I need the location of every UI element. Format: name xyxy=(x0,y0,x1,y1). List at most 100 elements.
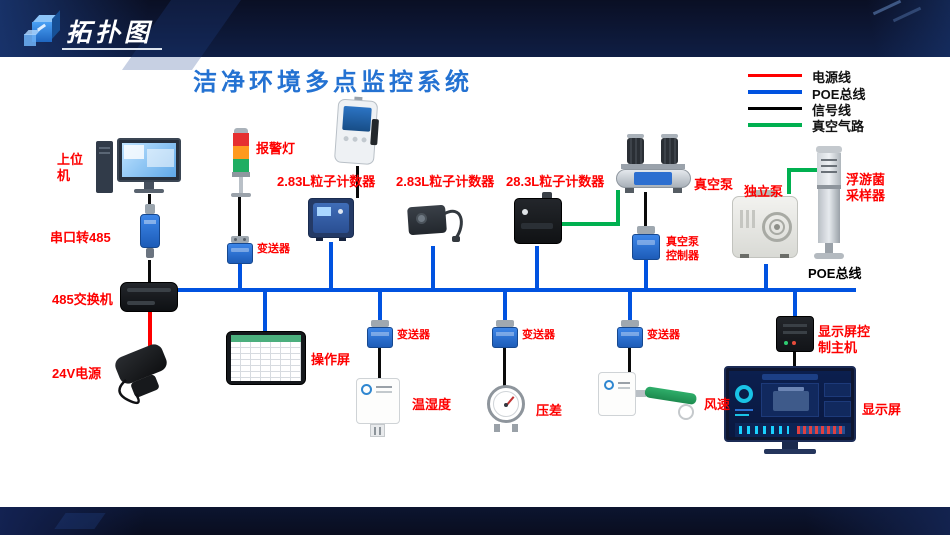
alarm-green-segment xyxy=(233,159,249,172)
legend-label-power: 电源线 xyxy=(812,70,852,85)
display-screen-icon xyxy=(724,366,858,458)
transmitter-temp-icon xyxy=(367,320,393,348)
cube-logo-icon xyxy=(24,6,68,52)
dashboard-screen xyxy=(729,371,851,437)
power-cable xyxy=(118,379,140,405)
vacuum-line-counter-v xyxy=(616,190,620,226)
label-operation-screen: 操作屏 xyxy=(311,352,351,367)
label-display-screen: 显示屏 xyxy=(862,402,902,417)
legend-line-poe xyxy=(748,90,802,94)
transmitter-pressure-icon xyxy=(492,320,518,348)
poe-drop-counter-1 xyxy=(329,242,333,290)
label-transmitter-pressure: 变送器 xyxy=(522,329,555,341)
host-computer-icon xyxy=(96,138,186,198)
poe-drop-alarm-transmitter xyxy=(238,264,242,290)
poe-bus-line xyxy=(177,288,856,292)
legend-label-vacuum: 真空气路 xyxy=(812,119,865,134)
red-bar-strip xyxy=(797,426,845,434)
airborne-sampler-icon xyxy=(813,146,845,260)
poe-drop-counter-3 xyxy=(535,246,539,290)
poe-drop-transmitter-temp xyxy=(378,292,382,320)
vacuum-line-sampler-h xyxy=(787,168,817,172)
particle-counter-3-icon xyxy=(512,192,566,246)
signal-line-alarm xyxy=(238,197,241,236)
page-title: 拓扑图 xyxy=(66,19,154,47)
poe-drop-pump-controller xyxy=(644,260,648,290)
label-airborne-sampler: 浮游菌采样器 xyxy=(846,172,886,204)
footer-bar xyxy=(0,507,950,535)
wind-speed-sensor-icon xyxy=(598,368,702,432)
header-bar: 拓扑图 xyxy=(0,0,950,70)
signal-line-pump-controller xyxy=(644,192,647,228)
label-transmitter-wind: 变送器 xyxy=(647,329,680,341)
label-temp-humidity: 温湿度 xyxy=(412,397,452,412)
machine-panel xyxy=(761,383,819,417)
diff-pressure-gauge-icon xyxy=(486,384,528,434)
legend-label-signal: 信号线 xyxy=(812,103,852,118)
label-host-computer: 上位机 xyxy=(57,152,84,184)
poe-drop-transmitter-pressure xyxy=(503,292,507,320)
vacuum-pump-controller-icon xyxy=(632,226,660,260)
signal-line-serial-switch xyxy=(148,260,151,284)
label-vacuum-pump-controller: 真空泵控制器 xyxy=(666,236,699,262)
header-deco-right xyxy=(840,0,950,57)
label-alarm-lamp: 报警灯 xyxy=(256,141,296,156)
brand-logo-icon xyxy=(604,380,614,390)
bar-chart-strip xyxy=(739,426,789,434)
label-vacuum-pump: 真空泵 xyxy=(694,177,734,192)
label-display-controller: 显示屏控制主机 xyxy=(818,324,871,356)
title-underline xyxy=(62,48,162,50)
alarm-yellow-segment xyxy=(233,146,249,159)
transmitter-alarm-icon xyxy=(227,236,253,264)
legend-line-power xyxy=(748,74,802,77)
label-poe-bus: POE总线 xyxy=(808,266,862,281)
label-wind-speed: 风速 xyxy=(704,397,731,412)
label-particle-counter-2: 2.83L粒子计数器 xyxy=(396,174,495,189)
operation-screen-icon xyxy=(226,331,306,387)
label-transmitter-alarm: 变送器 xyxy=(257,243,290,255)
label-switch-485: 485交换机 xyxy=(52,292,113,307)
signal-line-handheld-counter xyxy=(356,166,359,198)
particle-counter-1-handheld-icon xyxy=(333,96,384,167)
poe-drop-transmitter-wind xyxy=(628,292,632,320)
poe-drop-display-controller xyxy=(793,292,797,316)
label-particle-counter-3: 28.3L粒子计数器 xyxy=(506,174,605,189)
vacuum-line-sampler-v xyxy=(787,168,791,194)
temp-humidity-sensor-icon xyxy=(356,378,402,438)
display-controller-icon xyxy=(776,316,816,354)
particle-counter-2-icon xyxy=(402,196,468,246)
signal-line-display xyxy=(793,352,796,368)
power-line-24v xyxy=(148,312,152,358)
poe-drop-operation-screen xyxy=(263,292,267,332)
vacuum-pump-icon xyxy=(615,134,695,196)
legend-line-signal xyxy=(748,107,802,110)
alarm-red-segment xyxy=(233,133,249,146)
serial-converter-icon xyxy=(138,204,162,262)
switch-485-icon xyxy=(120,282,178,312)
legend-line-vacuum xyxy=(748,123,802,127)
signal-line-temp xyxy=(378,348,381,380)
label-diff-pressure: 压差 xyxy=(536,403,563,418)
label-particle-counter-1: 2.83L粒子计数器 xyxy=(277,174,376,189)
signal-line-host-serial xyxy=(148,194,151,206)
independent-pump-icon xyxy=(730,190,802,264)
poe-drop-independent-pump xyxy=(764,264,768,290)
particle-counter-1-icon xyxy=(308,198,354,242)
legend-label-poe: POE总线 xyxy=(812,87,866,102)
gauge-donut xyxy=(735,385,753,403)
power-24v-icon xyxy=(108,341,172,412)
footer-deco-left xyxy=(0,507,190,535)
label-serial-converter: 串口转485 xyxy=(50,230,111,245)
label-transmitter-temp: 变送器 xyxy=(397,329,430,341)
poe-drop-counter-2 xyxy=(431,246,435,290)
diagram-title: 洁净环境多点监控系统 xyxy=(193,69,473,96)
vacuum-line-counter-h xyxy=(562,222,620,226)
label-independent-pump: 独立泵 xyxy=(744,184,784,199)
alarm-lamp-icon xyxy=(227,128,255,198)
label-power-24v: 24V电源 xyxy=(52,366,102,381)
brand-logo-icon xyxy=(361,384,372,395)
signal-line-pressure xyxy=(503,348,506,386)
footer-deco-right xyxy=(760,507,950,535)
signal-line-wind xyxy=(628,348,631,374)
